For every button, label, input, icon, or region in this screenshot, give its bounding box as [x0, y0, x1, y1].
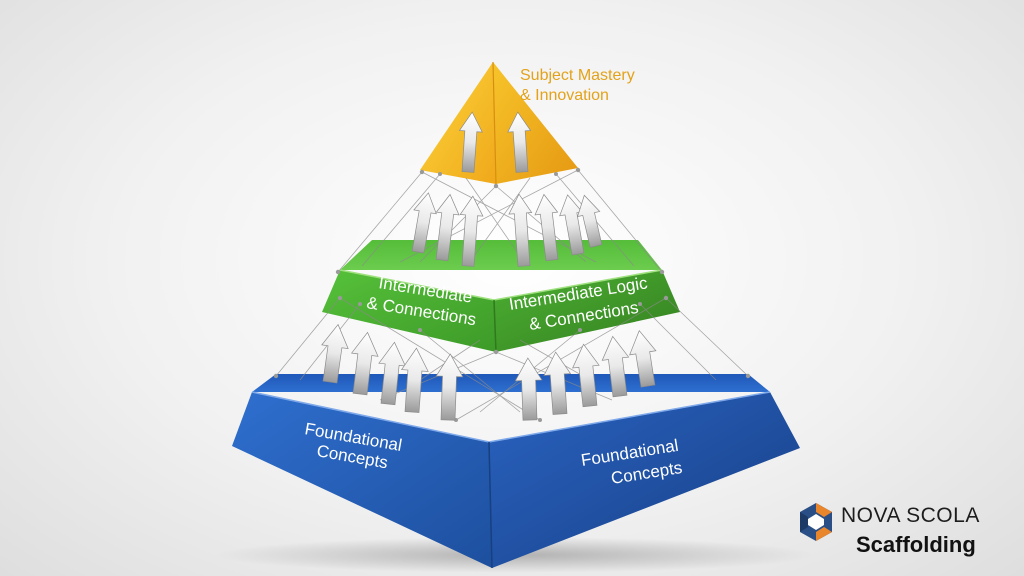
arrow-up-icon-upper-1	[411, 192, 437, 254]
middle-tier	[322, 240, 680, 353]
apex-left-face	[420, 62, 496, 184]
base-left-face	[232, 392, 492, 568]
arrow-up-icon-lower-1	[321, 323, 349, 384]
middle-left-face	[322, 270, 496, 352]
arrow-up-icon-upper-5	[534, 193, 559, 262]
brand-name: NOVA SCOLA	[841, 504, 980, 527]
arrow-up-icon-lower-6	[514, 357, 543, 421]
base-tier	[232, 374, 800, 569]
brand-tagline: Scaffolding	[856, 532, 976, 557]
arrow-up-icon-upper-7	[576, 194, 603, 248]
arrows-apex	[458, 111, 532, 173]
middle-right-face	[494, 270, 680, 352]
arrow-up-icon-lower-4	[400, 347, 429, 413]
arrow-up-icon-lower-9	[601, 335, 630, 398]
arrow-up-icon-upper-3	[459, 195, 484, 267]
middle-top-face	[340, 240, 662, 270]
arrows-lower	[321, 323, 657, 421]
arrow-up-icon-upper-4	[508, 193, 533, 267]
apex-tier	[420, 61, 578, 185]
arrow-up-icon-apex-2	[507, 111, 532, 173]
arrow-up-icon-upper-2	[435, 193, 460, 262]
arrow-up-icon-lower-8	[572, 343, 600, 408]
nova-scola-logo-icon	[800, 503, 832, 541]
apex-label-line1: Subject Mastery	[520, 67, 635, 84]
apex-right-face	[493, 62, 578, 184]
arrow-up-icon-apex-1	[458, 111, 483, 173]
arrow-up-icon-lower-5	[435, 353, 464, 421]
arrows-upper	[411, 192, 603, 267]
apex-label-line2: & Innovation	[520, 87, 609, 104]
arrow-up-icon-upper-6	[559, 194, 585, 256]
network-nodes	[273, 167, 751, 422]
brand-block: NOVA SCOLA Scaffolding	[797, 500, 1017, 562]
base-right-face	[489, 392, 800, 568]
arrow-up-icon-lower-3	[378, 341, 406, 406]
arrow-up-icon-lower-10	[629, 330, 657, 388]
arrow-up-icon-lower-2	[350, 331, 379, 396]
arrow-up-icon-lower-7	[543, 351, 572, 415]
